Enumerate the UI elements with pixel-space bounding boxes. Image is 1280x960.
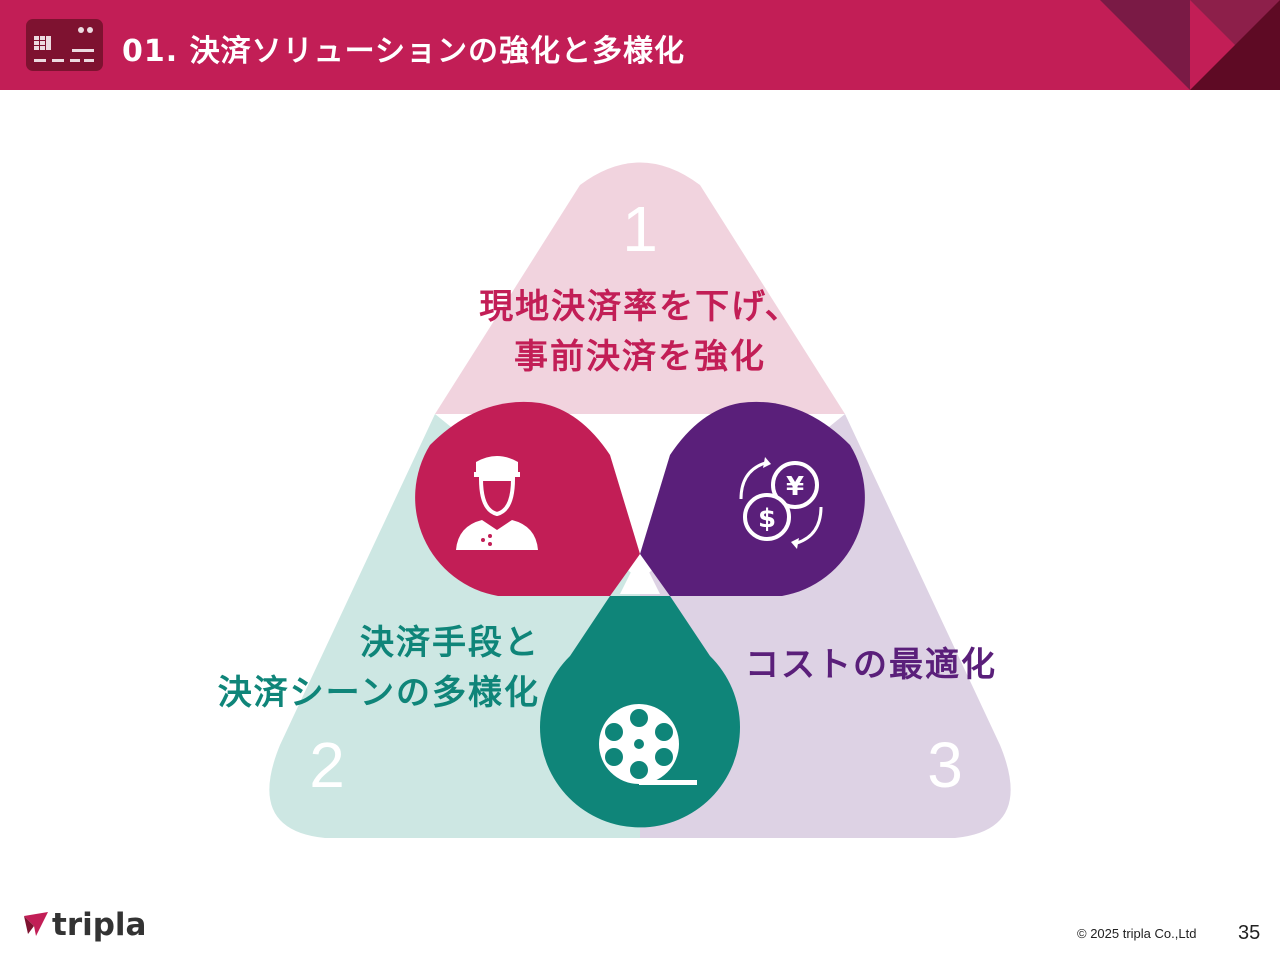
header-decoration: [1100, 0, 1280, 90]
currency-exchange-icon: ¥ $: [739, 457, 823, 549]
hotel-staff-icon: [456, 456, 538, 550]
section-3-label: コストの最適化: [745, 640, 997, 690]
section-3-line-1: コストの最適化: [745, 645, 997, 685]
page-title: 01. 決済ソリューションの強化と多様化: [122, 34, 685, 69]
copyright-text: © 2025 tripla Co.,Ltd: [1077, 926, 1197, 941]
section-3-number: 3: [927, 729, 963, 801]
page-number: 35: [1238, 922, 1261, 944]
center-triangle: [620, 554, 660, 594]
footer-logo-text: tripla: [52, 907, 147, 943]
section-1-background: [435, 162, 845, 414]
section-2-label: 決済手段と 決済シーンの多様化: [140, 618, 540, 718]
section-2-number: 2: [309, 729, 345, 801]
section-2-line-2: 決済シーンの多様化: [217, 673, 540, 713]
payment-terminal-icon: [26, 19, 103, 71]
section-1-line-1: 現地決済率を下げ、: [479, 287, 801, 327]
section-1-line-2: 事前決済を強化: [514, 337, 766, 377]
film-reel-icon: [599, 704, 697, 785]
svg-text:¥: ¥: [786, 472, 804, 502]
section-1-label: 現地決済率を下げ、 事前決済を強化: [400, 282, 880, 382]
section-2-line-1: 決済手段と: [360, 623, 540, 663]
section-1-number: 1: [622, 193, 658, 265]
tripla-logo-icon: [24, 912, 48, 936]
svg-text:$: $: [758, 504, 776, 534]
header-bar: 01. 決済ソリューションの強化と多様化: [0, 0, 1280, 90]
